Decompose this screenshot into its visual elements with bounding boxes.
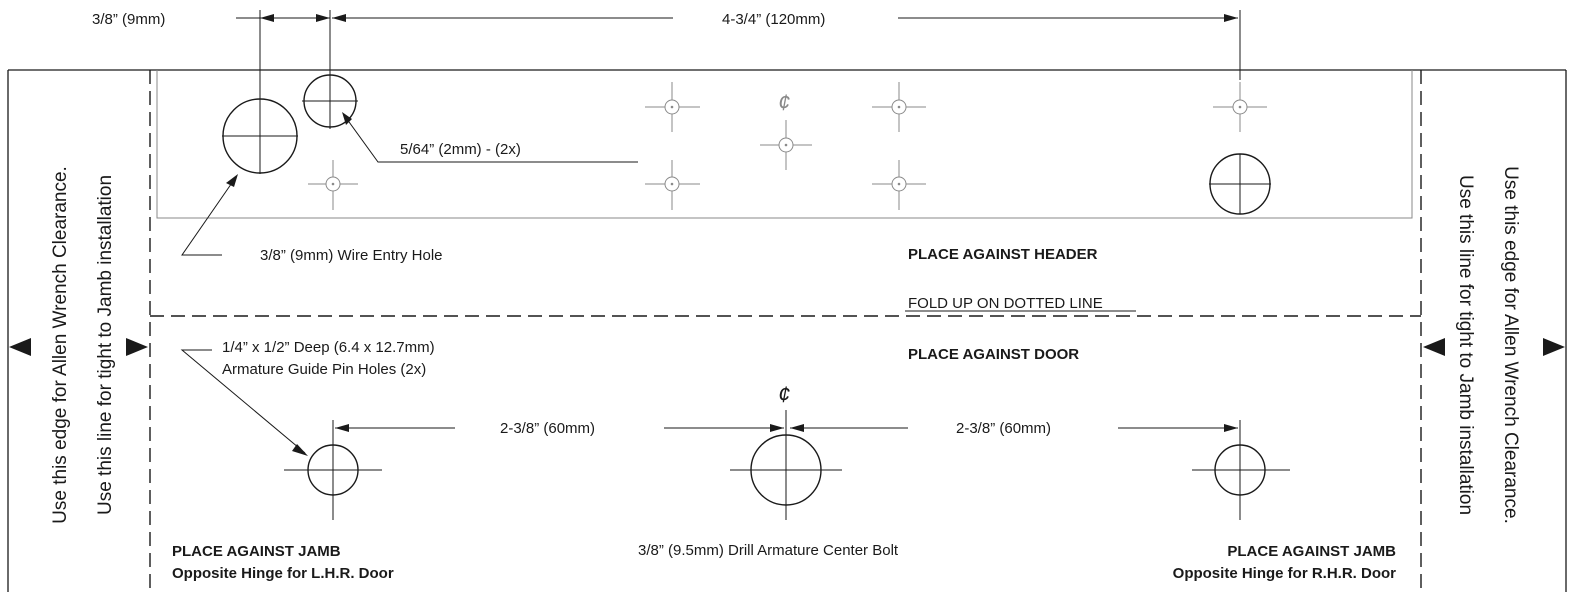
- dimension-bottom-left: 2-3/8” (60mm): [332, 420, 784, 440]
- center-bolt-label: 3/8” (9.5mm) Drill Armature Center Bolt: [638, 542, 899, 559]
- cross-mark: [1213, 82, 1267, 132]
- door-instruction: PLACE AGAINST DOOR: [908, 346, 1079, 363]
- header-centerline-symbol: ¢: [778, 90, 790, 115]
- dim-bottom-left-label: 2-3/8” (60mm): [500, 420, 595, 437]
- wire-entry-label: 3/8” (9mm) Wire Entry Hole: [260, 247, 443, 264]
- center-bolt-hole: [730, 410, 842, 520]
- guide-pin-hole-left: [284, 440, 382, 520]
- left-line-arrow-icon: [126, 338, 148, 356]
- dimension-top-wide: 4-3/4” (120mm): [332, 10, 1241, 80]
- mount-hole-right: [1209, 153, 1271, 215]
- jamb-left-subtitle: Opposite Hinge for L.H.R. Door: [172, 565, 394, 582]
- wire-entry-leader: 3/8” (9mm) Wire Entry Hole: [181, 174, 443, 264]
- wire-entry-hole: [222, 98, 298, 174]
- guide-pin-hole-right: [1192, 440, 1290, 520]
- guide-pin-label-line1: 1/4” x 1/2” Deep (6.4 x 12.7mm): [222, 339, 435, 356]
- side-text-right-line: Use this line for tight to Jamb installa…: [1455, 175, 1476, 515]
- cross-mark: [872, 160, 926, 210]
- side-text-right-edge: Use this edge for Allen Wrench Clearance…: [1500, 166, 1521, 524]
- cross-mark: [645, 82, 700, 132]
- jamb-left-title: PLACE AGAINST JAMB: [172, 543, 341, 560]
- dimension-top-left: 3/8” (9mm): [92, 10, 331, 110]
- template-border: [7, 69, 1567, 592]
- door-centerline-symbol: ¢: [778, 382, 790, 407]
- guide-pin-leader: 1/4” x 1/2” Deep (6.4 x 12.7mm) Armature…: [180, 339, 435, 456]
- cross-mark: [308, 160, 358, 210]
- cross-mark: [645, 160, 700, 210]
- small-hole-leader: 5/64” (2mm) - (2x): [342, 112, 638, 163]
- cross-mark: [760, 120, 812, 170]
- side-text-left-edge: Use this edge for Allen Wrench Clearance…: [50, 166, 71, 524]
- jamb-right-title: PLACE AGAINST JAMB: [1227, 543, 1396, 560]
- dimension-bottom-right: 2-3/8” (60mm): [790, 420, 1241, 440]
- right-line-arrow-icon: [1423, 338, 1445, 356]
- small-hole-label: 5/64” (2mm) - (2x): [400, 141, 521, 158]
- fold-instruction: FOLD UP ON DOTTED LINE: [908, 295, 1103, 312]
- side-text-left-line: Use this line for tight to Jamb installa…: [95, 175, 116, 515]
- header-instruction: PLACE AGAINST HEADER: [908, 246, 1098, 263]
- jamb-right-subtitle: Opposite Hinge for R.H.R. Door: [1173, 565, 1396, 582]
- dim-top-left-label: 3/8” (9mm): [92, 11, 165, 28]
- right-edge-arrow-icon: [1543, 338, 1565, 356]
- dim-top-wide-label: 4-3/4” (120mm): [722, 11, 825, 28]
- dim-bottom-right-label: 2-3/8” (60mm): [956, 420, 1051, 437]
- cross-mark: [872, 82, 926, 132]
- guide-pin-label-line2: Armature Guide Pin Holes (2x): [222, 361, 426, 378]
- header-plate-outline: [156, 70, 1413, 219]
- left-edge-arrow-icon: [9, 338, 31, 356]
